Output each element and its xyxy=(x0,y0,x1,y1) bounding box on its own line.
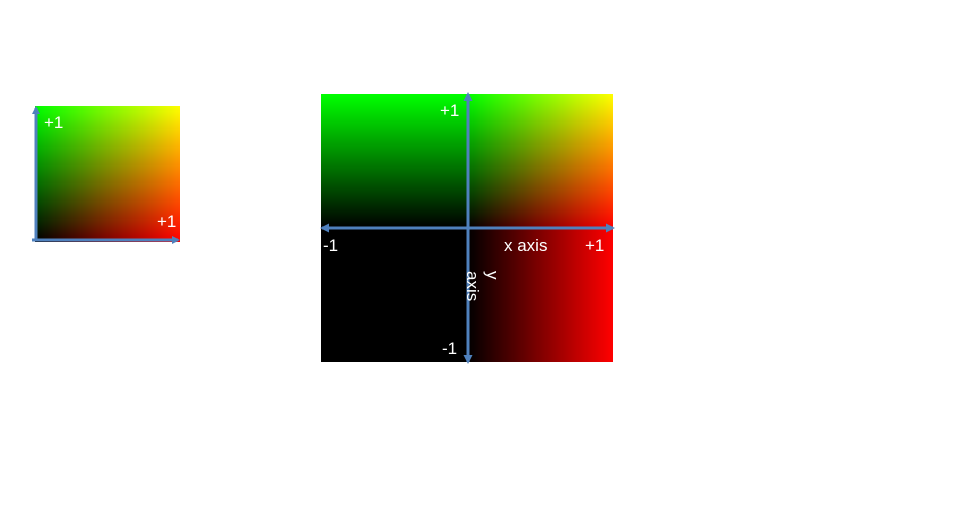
large-y-min-label: -1 xyxy=(442,339,458,358)
small-x-max-label: +1 xyxy=(157,212,177,231)
large-x-max-label: +1 xyxy=(585,236,605,255)
small-color-gradient-diagram: +1 +1 xyxy=(32,106,180,244)
small-gradient-square xyxy=(35,106,180,242)
large-color-gradient-diagram: +1 -1 -1 +1 x axis y axis xyxy=(320,92,615,364)
small-y-max-label: +1 xyxy=(44,113,64,132)
small-axes xyxy=(32,106,180,244)
large-y-axis-label: y axis xyxy=(463,271,502,302)
large-x-min-label: -1 xyxy=(323,236,339,255)
large-axes xyxy=(320,92,615,364)
large-y-max-label: +1 xyxy=(440,101,460,120)
large-x-axis-label: x axis xyxy=(504,236,548,255)
